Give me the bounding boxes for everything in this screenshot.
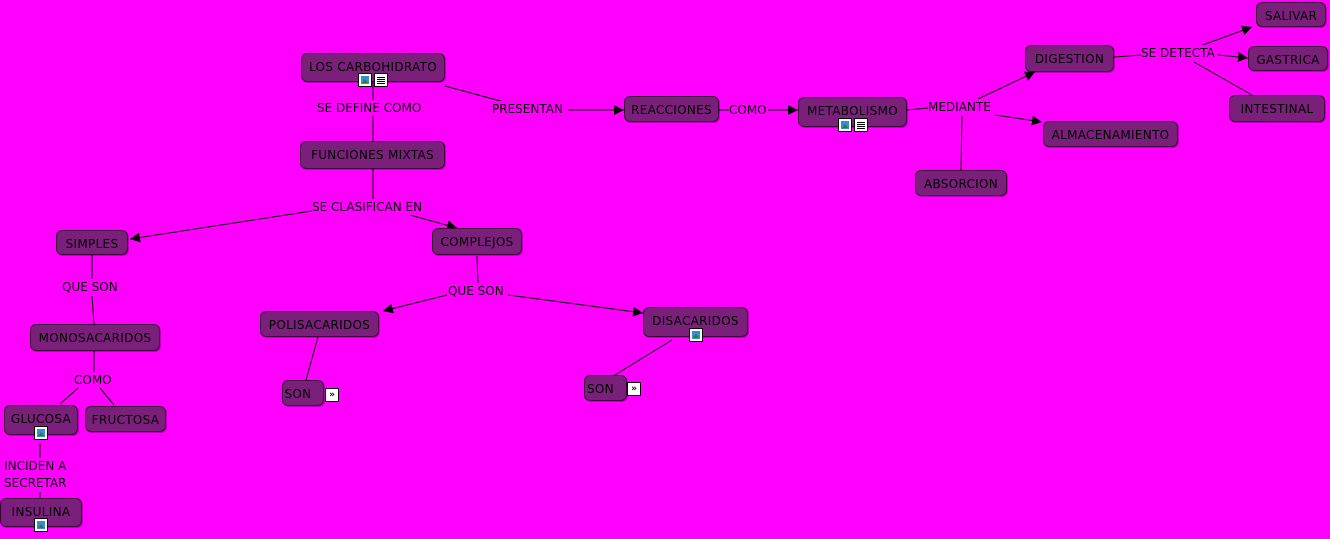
node-label: ALMACENAMIENTO <box>1051 128 1170 142</box>
node-label: SIMPLES <box>65 237 119 251</box>
link-label-inciden-a-secretar: INCIDEN A SECRETAR <box>4 458 67 492</box>
resource-icons <box>644 328 747 342</box>
image-resource-icon[interactable] <box>34 426 48 440</box>
node-los-carbohidrato[interactable]: LOS CARBOHIDRATO <box>301 53 445 87</box>
node-label: METABOLISMO <box>807 104 898 118</box>
expand-arrows-icon[interactable]: » <box>627 382 641 396</box>
node-label: INTESTINAL <box>1240 102 1314 116</box>
link-label-line-1: INCIDEN A <box>4 459 67 473</box>
node-fructosa[interactable]: FRUCTOSA <box>85 406 166 432</box>
link-label-que-son-complejos: QUE SON <box>448 283 504 299</box>
node-label: COMPLEJOS <box>440 235 514 249</box>
node-label: POLISACARIDOS <box>268 318 371 332</box>
resource-icons <box>5 426 77 440</box>
link-label-presentan: PRESENTAN <box>492 101 563 117</box>
node-gastrica[interactable]: GASTRICA <box>1248 46 1328 71</box>
node-reacciones[interactable]: REACCIONES <box>624 96 719 122</box>
node-almacenamiento[interactable]: ALMACENAMIENTO <box>1043 121 1178 147</box>
node-disacaridos[interactable]: DISACARIDOS <box>643 307 748 342</box>
node-label: GLUCOSA <box>10 412 72 426</box>
node-salivar[interactable]: SALIVAR <box>1256 2 1326 27</box>
node-label: FRUCTOSA <box>91 413 160 427</box>
node-intestinal[interactable]: INTESTINAL <box>1229 95 1325 122</box>
document-resource-icon[interactable] <box>374 73 388 87</box>
node-simples[interactable]: SIMPLES <box>56 230 128 255</box>
link-label-mediante: MEDIANTE <box>928 99 991 115</box>
document-resource-icon[interactable] <box>853 118 868 132</box>
node-monosacaridos[interactable]: MONOSACARIDOS <box>30 324 160 351</box>
node-insulina[interactable]: INSULINA <box>0 498 82 532</box>
node-label: FUNCIONES MIXTAS <box>311 148 434 162</box>
node-label: GASTRICA <box>1256 53 1320 67</box>
resource-icons <box>1 518 81 532</box>
image-resource-icon[interactable] <box>34 518 48 532</box>
image-resource-icon[interactable] <box>837 118 852 132</box>
node-son-disacaridos[interactable]: SON <box>584 375 627 401</box>
node-digestion[interactable]: DIGESTION <box>1025 45 1114 72</box>
node-metabolismo[interactable]: METABOLISMO <box>798 97 907 132</box>
node-absorcion[interactable]: ABSORCION <box>915 170 1007 196</box>
link-label-line-2: SECRETAR <box>4 476 67 490</box>
link-label-se-clasifican-en: SE CLASIFICAN EN <box>312 199 423 215</box>
link-label-se-define-como: SE DEFINE COMO <box>317 100 422 116</box>
node-label: ABSORCION <box>923 177 999 191</box>
node-label: DIGESTION <box>1034 52 1105 66</box>
expand-arrows-icon[interactable]: » <box>325 388 339 402</box>
image-resource-icon[interactable] <box>358 73 372 87</box>
node-label: MONOSACARIDOS <box>38 331 152 345</box>
node-label: SON <box>587 382 614 396</box>
node-glucosa[interactable]: GLUCOSA <box>4 405 78 440</box>
node-label: INSULINA <box>11 505 71 519</box>
node-label: SALIVAR <box>1264 9 1318 23</box>
node-funciones-mixtas[interactable]: FUNCIONES MIXTAS <box>300 141 445 169</box>
link-label-que-son-simples: QUE SON <box>62 279 118 295</box>
node-label: DISACARIDOS <box>652 314 739 328</box>
link-label-se-detecta: SE DETECTA <box>1141 45 1215 61</box>
node-label: REACCIONES <box>631 103 712 117</box>
node-son-polisacaridos[interactable]: SON <box>282 380 324 406</box>
resource-icons <box>799 118 906 132</box>
node-label: SON <box>284 387 312 401</box>
node-label: LOS CARBOHIDRATO <box>308 60 438 74</box>
resource-icons <box>302 73 444 87</box>
link-label-como: COMO <box>729 102 767 118</box>
link-label-como-monosacaridos: COMO <box>74 372 112 388</box>
image-resource-icon[interactable] <box>688 328 703 342</box>
node-complejos[interactable]: COMPLEJOS <box>432 228 522 255</box>
node-polisacaridos[interactable]: POLISACARIDOS <box>260 311 379 337</box>
